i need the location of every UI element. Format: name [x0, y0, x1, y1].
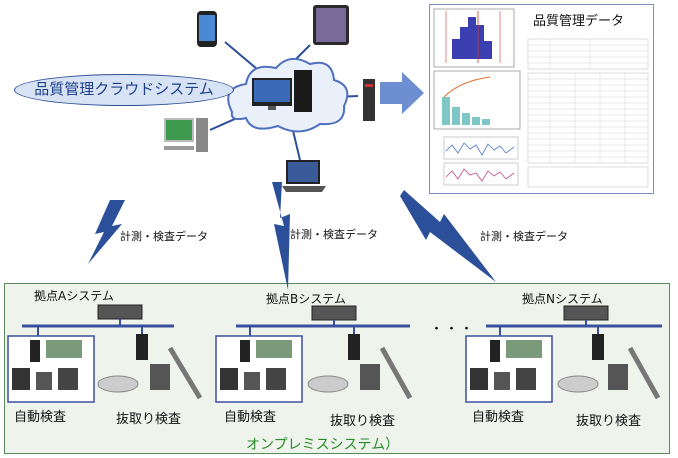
ellipsis: ・・・: [430, 322, 476, 337]
smartphone-icon: [197, 11, 217, 47]
site-n-auto-label: 自動検査: [472, 410, 525, 425]
lightning-bolt-icon: [272, 182, 290, 290]
desktop-pc-icon: [252, 70, 312, 112]
cloud-system-label: 品質管理クラウドシステム: [14, 74, 234, 106]
lightning-bolt-icon: [400, 190, 496, 282]
data-flow-bolts: [88, 182, 496, 290]
site-b-auto-label: 自動検査: [224, 410, 277, 425]
site-n-pull-label: 抜取り検査: [576, 414, 642, 429]
server-tower-icon: [363, 79, 375, 121]
workstation-icon: [164, 118, 208, 152]
lightning-bolt-icon: [88, 200, 125, 264]
site-n-name: 拠点Nシステム: [522, 292, 603, 306]
tablet-icon: [313, 5, 349, 45]
quality-data-document: [429, 4, 654, 194]
site-a-pull-label: 抜取り検査: [116, 412, 182, 427]
flow-label: 計測・検査データ: [120, 230, 208, 243]
site-b-network: [215, 305, 413, 403]
site-n-network: [465, 305, 662, 403]
onprem-label: オンプレミスシステム）: [246, 437, 400, 453]
site-a-name: 拠点Aシステム: [34, 289, 114, 303]
quality-data-sheet: [433, 8, 649, 188]
flow-label: 計測・検査データ: [480, 230, 568, 243]
site-b-name: 拠点Bシステム: [266, 292, 346, 306]
site-a-auto-label: 自動検査: [14, 410, 67, 425]
arrow-right-icon: [380, 72, 424, 114]
flow-label: 計測・検査データ: [290, 228, 378, 241]
site-a-network: [7, 304, 203, 403]
quality-data-title: 品質管理データ: [533, 14, 625, 29]
laptop-icon: [282, 160, 326, 192]
site-b-pull-label: 抜取り検査: [330, 414, 396, 429]
